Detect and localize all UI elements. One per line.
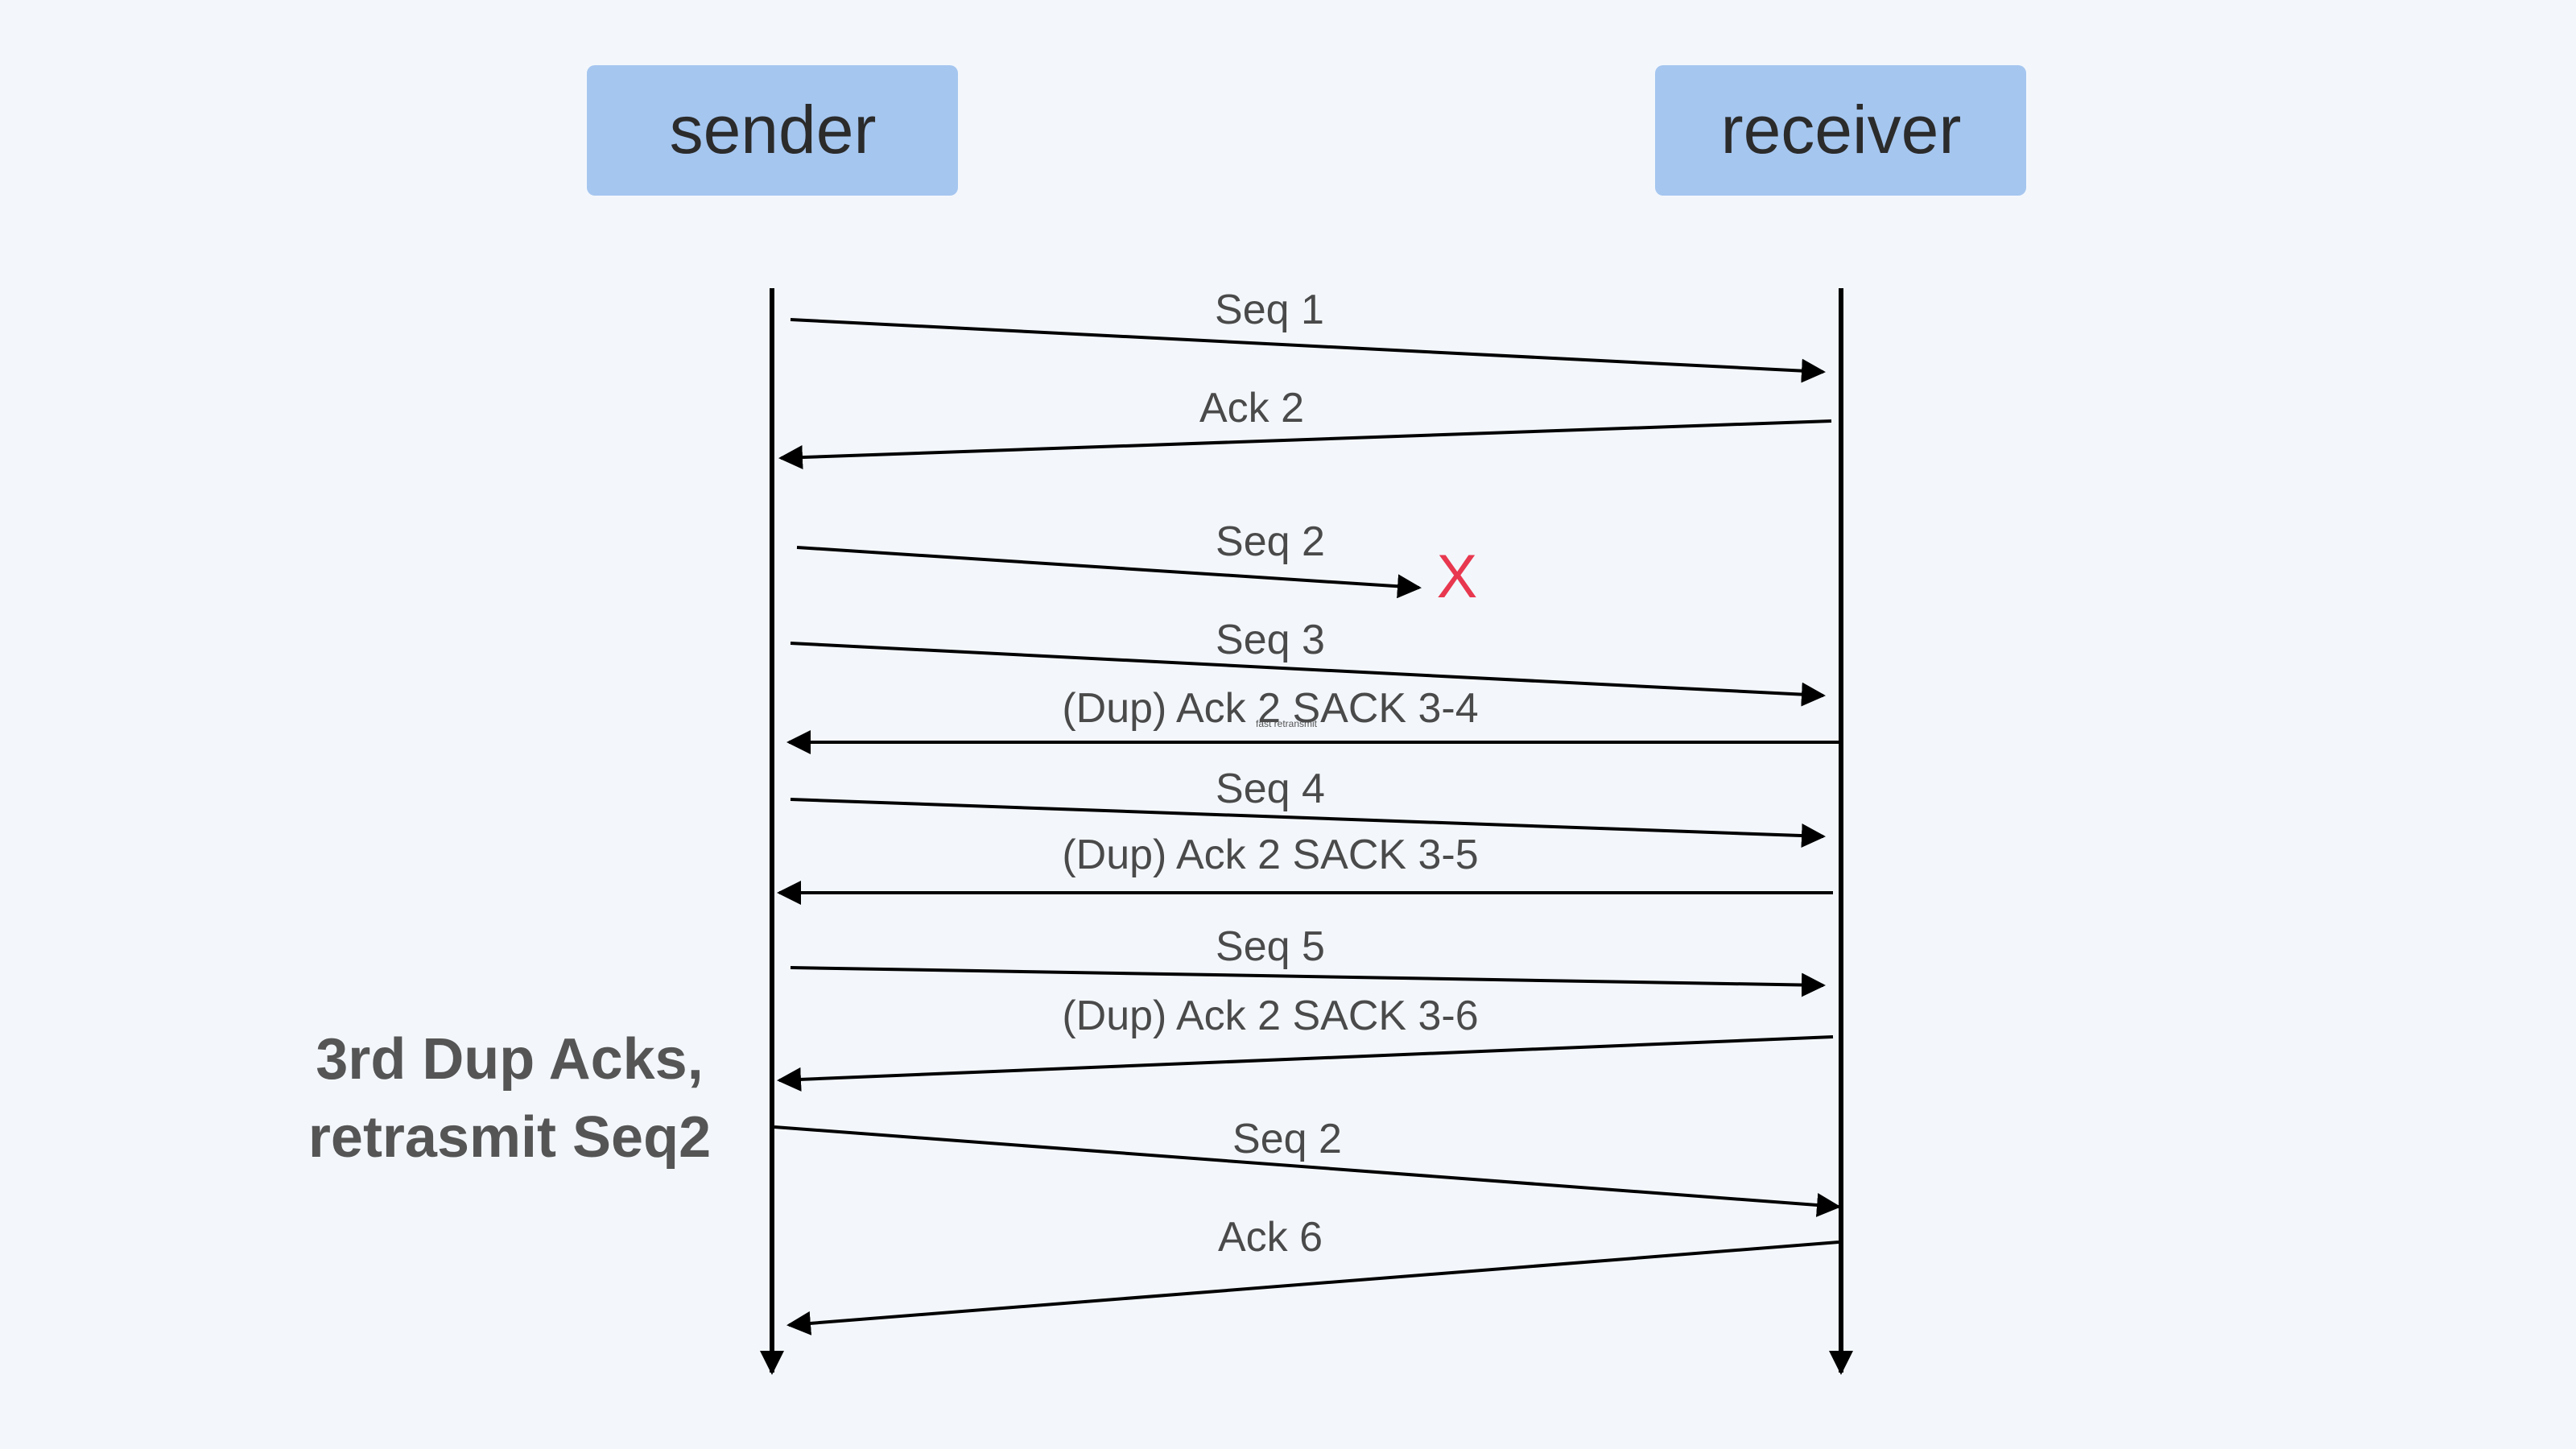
message-8: Seq 5	[790, 923, 1826, 997]
message-6-arrow	[790, 798, 1826, 848]
message-2-label: Ack 2	[1199, 385, 1304, 431]
retransmit-note: 3rd Dup Acks, retrasmit Seq2	[308, 1027, 711, 1170]
message-6-label: Seq 4	[1216, 766, 1325, 812]
message-10-label: Seq 2	[1232, 1116, 1342, 1162]
message-4-label: Seq 3	[1216, 617, 1325, 663]
message-10-arrow	[774, 1125, 1841, 1217]
message-5: (Dup) Ack 2 SACK 3-4 fast retransmit	[786, 685, 1841, 754]
message-3-label: Seq 2	[1216, 518, 1325, 565]
message-7-label: (Dup) Ack 2 SACK 3-5	[1062, 832, 1478, 878]
receiver-header: receiver	[1655, 65, 2026, 196]
message-8-label: Seq 5	[1216, 923, 1325, 970]
message-9-arrow	[777, 1035, 1834, 1092]
message-1-label: Seq 1	[1215, 287, 1324, 333]
message-10-retransmit: Seq 2	[774, 1116, 1841, 1217]
retransmit-note-line1: 3rd Dup Acks,	[316, 1027, 703, 1092]
fast-retransmit-note: fast retransmit	[1256, 718, 1318, 729]
message-9: (Dup) Ack 2 SACK 3-6	[777, 993, 1834, 1092]
sender-header: sender	[587, 65, 958, 196]
message-6: Seq 4	[790, 766, 1826, 848]
message-2: Ack 2	[778, 385, 1832, 470]
message-1-arrow	[790, 318, 1826, 383]
message-4-arrow	[790, 642, 1826, 707]
packet-loss-marker: X	[1437, 543, 1478, 611]
message-11-arrow	[786, 1241, 1839, 1335]
receiver-label: receiver	[1721, 92, 1962, 167]
message-2-arrow	[778, 419, 1832, 470]
retransmit-note-line2: retrasmit Seq2	[308, 1105, 711, 1170]
message-3-arrow	[796, 546, 1422, 599]
message-4: Seq 3	[790, 617, 1826, 707]
message-3-lost: Seq 2 X	[796, 518, 1478, 611]
message-8-arrow	[790, 966, 1826, 997]
sender-label: sender	[670, 92, 877, 167]
message-7: (Dup) Ack 2 SACK 3-5	[777, 832, 1833, 905]
message-1: Seq 1	[790, 287, 1826, 383]
message-11: Ack 6	[786, 1214, 1839, 1335]
message-9-label: (Dup) Ack 2 SACK 3-6	[1062, 993, 1478, 1039]
message-11-label: Ack 6	[1218, 1214, 1323, 1261]
message-5-label: (Dup) Ack 2 SACK 3-4	[1062, 685, 1478, 732]
